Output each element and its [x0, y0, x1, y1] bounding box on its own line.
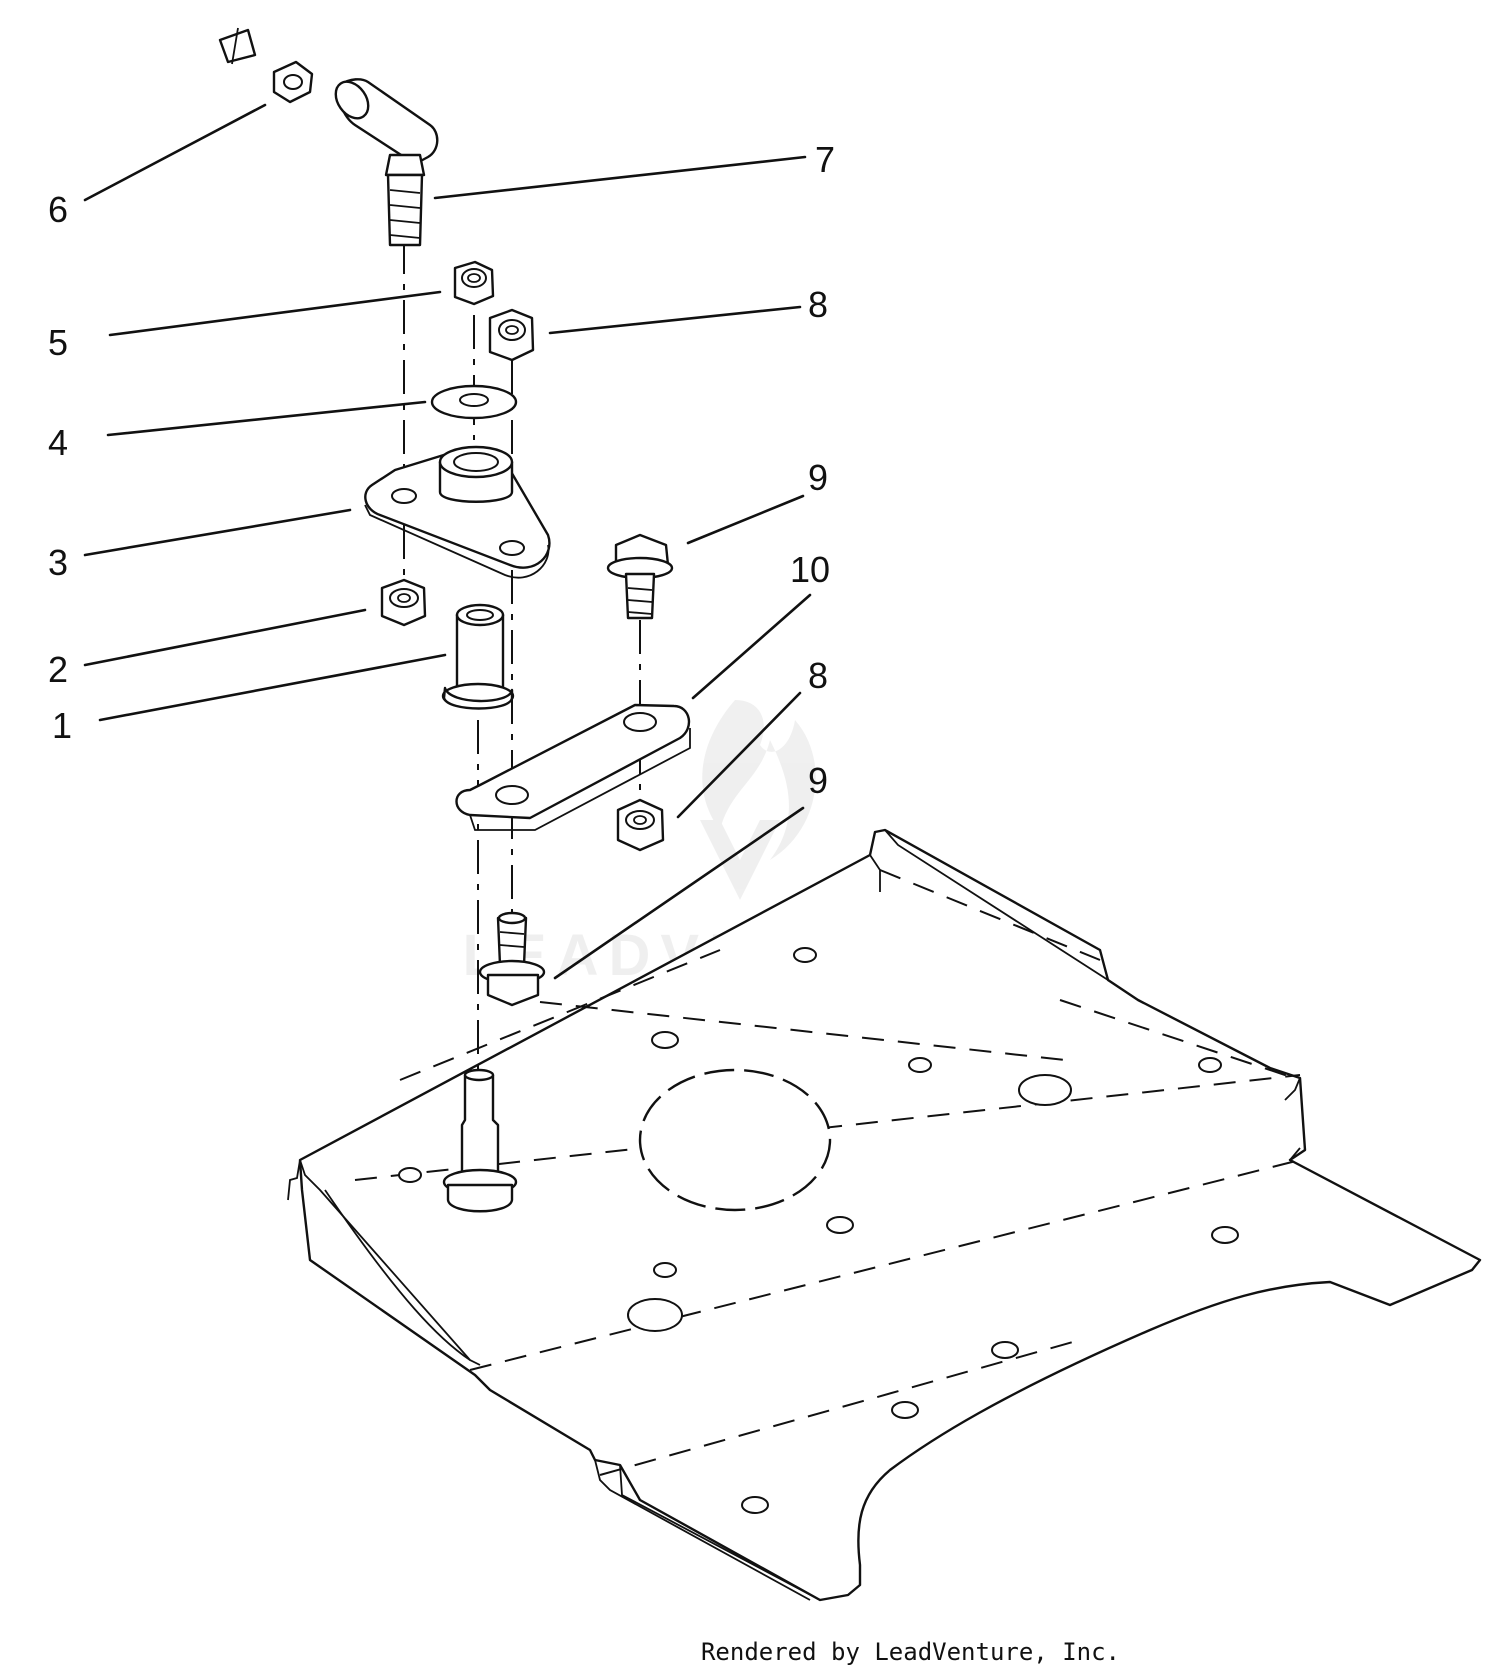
- part-3-pivot-bracket: [364, 445, 551, 579]
- leader-8b: [676, 691, 802, 819]
- leader-10: [691, 593, 812, 700]
- callout-8: 8: [808, 284, 828, 325]
- leader-9b: [553, 806, 805, 980]
- pivot-stud: [442, 1068, 518, 1213]
- part-6-cable-jam-nut: [218, 27, 314, 104]
- footer-credit: Rendered by LeadVenture, Inc.: [701, 1638, 1120, 1666]
- leader-3: [83, 508, 352, 557]
- callout-9-lower: 9: [808, 760, 828, 801]
- part-1-bushing: [441, 603, 515, 710]
- plate-hole: [627, 1298, 683, 1332]
- plate-hole: [653, 1262, 677, 1278]
- watermark-flame-logo: [700, 700, 816, 900]
- part-4-washer: [430, 384, 518, 420]
- plate-hole: [793, 947, 817, 963]
- leader-8a: [548, 305, 802, 335]
- leader-1: [98, 653, 447, 722]
- leader-4: [106, 400, 427, 437]
- part-8-lock-nut-lower: [616, 798, 665, 852]
- plate-hole: [398, 1167, 422, 1183]
- plate-hole: [1198, 1057, 1222, 1073]
- plate-large-opening: [638, 1068, 832, 1212]
- mounting-plate: [287, 828, 1482, 1602]
- leader-6: [83, 103, 267, 202]
- part-9-flange-bolt-upper: [606, 533, 674, 620]
- callout-5: 5: [48, 322, 68, 363]
- plate-hole: [908, 1057, 932, 1073]
- callout-7: 7: [815, 139, 835, 180]
- part-7-ball-joint: [334, 78, 439, 247]
- leader-7: [433, 155, 807, 200]
- callout-6: 6: [48, 189, 68, 230]
- plate-hole: [826, 1216, 854, 1234]
- plate-hole: [991, 1341, 1019, 1359]
- callout-2: 2: [48, 649, 68, 690]
- plate-hole: [651, 1031, 679, 1049]
- callout-8-lower: 8: [808, 655, 828, 696]
- callout-4: 4: [48, 422, 68, 463]
- callout-10: 10: [790, 549, 830, 590]
- callout-1: 1: [52, 705, 72, 746]
- plate-hole: [891, 1401, 919, 1419]
- leader-5: [108, 290, 442, 337]
- plate-hole: [741, 1496, 769, 1514]
- callouts: 6 7 5 8 4 9 3 10 2 8 1 9: [48, 139, 835, 801]
- part-8-lock-nut-upper: [488, 308, 535, 362]
- leader-9a: [686, 494, 805, 545]
- plate-hole: [1018, 1074, 1072, 1106]
- plate-hole: [1211, 1226, 1239, 1244]
- part-5-lock-nut: [453, 260, 495, 306]
- part-9-flange-bolt-lower: [478, 911, 546, 1007]
- callout-3: 3: [48, 542, 68, 583]
- part-10-link-plate: [455, 703, 691, 831]
- leader-2: [83, 608, 367, 667]
- leader-lines: [83, 103, 812, 980]
- part-2-lock-nut: [380, 578, 427, 627]
- callout-9: 9: [808, 457, 828, 498]
